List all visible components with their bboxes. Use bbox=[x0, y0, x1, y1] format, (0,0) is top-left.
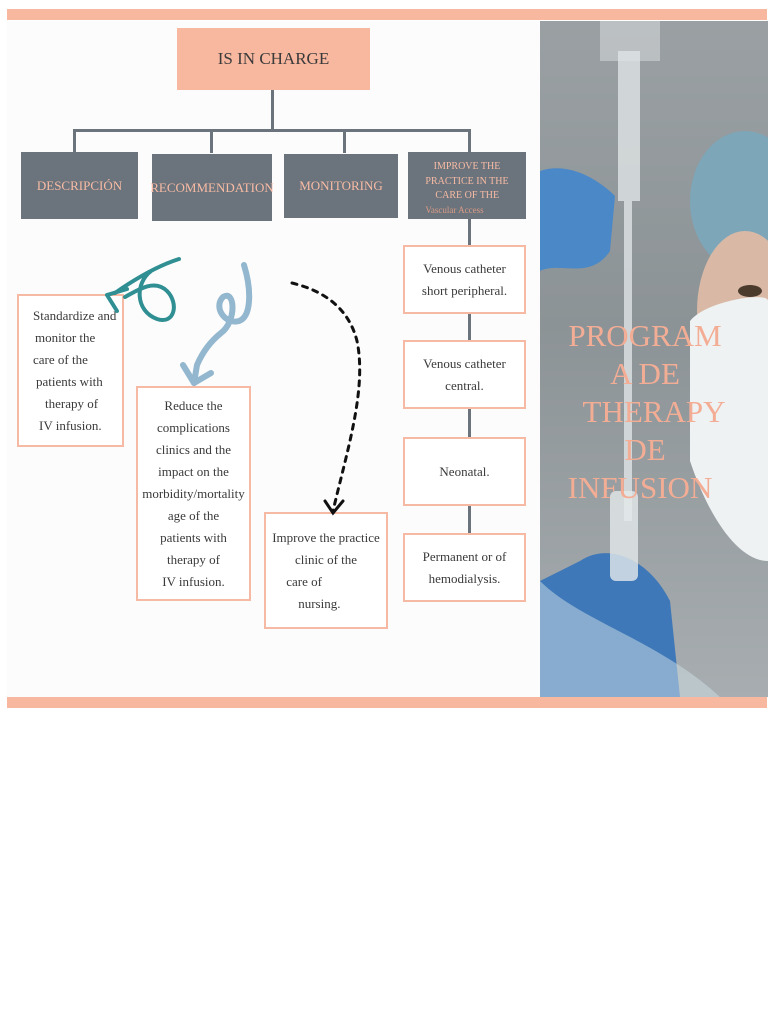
outcome-line: therapy of bbox=[45, 395, 99, 411]
outcome-line: patients with bbox=[160, 529, 227, 545]
category-descripcion: DESCRIPCIÓN bbox=[21, 152, 138, 219]
outcome-line: clinic of the bbox=[294, 551, 358, 567]
top-accent-bar bbox=[7, 9, 767, 20]
category-label: RECOMMENDATION bbox=[150, 179, 274, 195]
root-label: IS IN CHARGE bbox=[217, 49, 330, 68]
access-central: Venous catheter central. bbox=[403, 340, 526, 409]
outcome-line: age of the bbox=[167, 507, 220, 523]
bottom-accent-bar bbox=[7, 697, 767, 708]
outcome-line: care of bbox=[286, 573, 322, 589]
access-line: short peripheral. bbox=[421, 282, 508, 298]
outcome-standardize: Standardize and monitor the care of the … bbox=[17, 294, 124, 447]
outcome-line: therapy of bbox=[166, 551, 221, 567]
blue-zigzag-arrow bbox=[180, 262, 253, 386]
cover-title-line: PROGRAM bbox=[568, 318, 722, 353]
access-line: Neonatal. bbox=[439, 463, 490, 479]
branch-drop-3 bbox=[343, 129, 346, 153]
black-dotted-arrow bbox=[290, 281, 362, 516]
category-recommendation: RECOMMENDATION bbox=[150, 154, 274, 221]
access-line: Permanent or of bbox=[422, 548, 507, 564]
access-neonatal: Neonatal. bbox=[403, 437, 526, 506]
outcome-line: Reduce the bbox=[164, 397, 223, 413]
access-permanent: Permanent or of hemodialysis. bbox=[403, 533, 526, 602]
access-line: Venous catheter bbox=[423, 355, 506, 371]
arrows-layer bbox=[105, 257, 362, 516]
outcome-line: IV infusion. bbox=[39, 417, 102, 433]
outcome-line: Standardize and bbox=[33, 307, 117, 323]
outcome-improve-nursing: Improve the practice clinic of the care … bbox=[264, 512, 388, 629]
outcome-reduce: Reduce the complications clinics and the… bbox=[136, 386, 251, 601]
root-node: IS IN CHARGE bbox=[177, 28, 370, 90]
cover-title-line: INFUSION bbox=[567, 470, 713, 505]
outcome-line: care of the bbox=[33, 351, 88, 367]
outcome-line: monitor the bbox=[35, 329, 96, 345]
category-monitoring: MONITORING bbox=[284, 154, 398, 218]
root-connector bbox=[271, 90, 274, 132]
outcome-line: Improve the practice bbox=[272, 529, 380, 545]
outcome-line: morbidity/mortality bbox=[142, 485, 245, 501]
outcome-line: IV infusion. bbox=[162, 573, 225, 589]
category-label: MONITORING bbox=[299, 178, 383, 193]
access-peripheral: Venous catheter short peripheral. bbox=[403, 245, 526, 314]
cover-title-line: THERAPY bbox=[582, 394, 726, 429]
branch-line bbox=[73, 129, 471, 132]
branch-drop-4 bbox=[468, 129, 471, 153]
access-line: Venous catheter bbox=[423, 260, 506, 276]
outcome-line: clinics and the bbox=[155, 441, 232, 457]
diagram-panel: IS IN CHARGE DESCRIPCIÓN RECOMMENDATION … bbox=[7, 21, 540, 697]
cover-title: PROGRAM A DE THERAPY DE INFUSION bbox=[560, 317, 730, 507]
category-label-line: PRACTICE IN THE bbox=[425, 175, 509, 187]
cover-title-line: DE bbox=[624, 432, 666, 467]
cover-title-line: A DE bbox=[610, 356, 680, 391]
outcome-line: impact on the bbox=[158, 463, 229, 479]
category-improve-practice: IMPROVE THE PRACTICE IN THE CARE OF THE … bbox=[408, 152, 526, 219]
category-label: DESCRIPCIÓN bbox=[36, 177, 123, 193]
outcome-line: complications bbox=[157, 419, 230, 435]
outcome-line: patients with bbox=[36, 373, 103, 389]
category-label-line: Vascular Access bbox=[425, 204, 484, 215]
cover-photo: PROGRAM A DE THERAPY DE INFUSION bbox=[540, 21, 768, 697]
access-line: hemodialysis. bbox=[428, 570, 501, 586]
branch-drop-1 bbox=[73, 129, 76, 153]
category-label-line: CARE OF THE bbox=[435, 190, 500, 201]
teal-curl-arrow bbox=[105, 257, 181, 322]
category-label-line: IMPROVE THE bbox=[433, 161, 501, 172]
access-line: central. bbox=[445, 377, 484, 393]
outcome-line: nursing. bbox=[298, 595, 341, 611]
branch-drop-2 bbox=[210, 129, 213, 153]
nurse-illustration bbox=[540, 21, 768, 697]
